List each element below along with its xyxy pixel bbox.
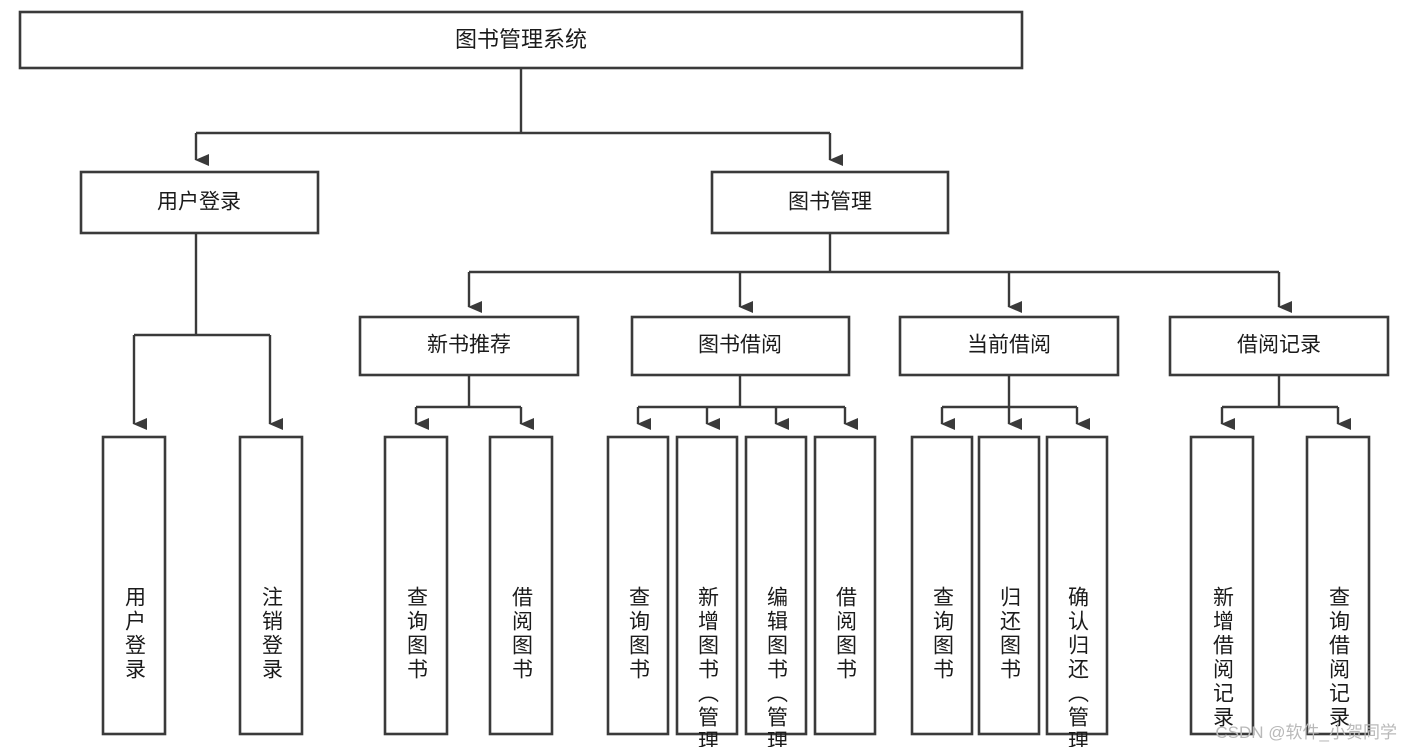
node-current-borrow[interactable]: 当前借阅 <box>898 315 1120 377</box>
node-book-management-box <box>710 170 950 235</box>
node-book-borrow-box <box>630 315 851 377</box>
node-leaf-logout-label: 注销登录 <box>260 586 284 682</box>
node-leaf-add-book[interactable]: 新增图书（管理员） <box>675 435 739 747</box>
node-leaf-query-book-3-box <box>910 435 974 736</box>
node-leaf-query-book-2-box <box>606 435 670 736</box>
node-leaf-borrow-book-2[interactable]: 借阅图书 <box>813 435 877 736</box>
node-leaf-add-record-label: 新增借阅记录 <box>1211 586 1235 730</box>
node-user-login-label: 用户登录 <box>157 191 241 214</box>
node-book-management-label: 图书管理 <box>788 191 872 214</box>
node-root-box <box>18 10 1024 70</box>
node-leaf-logout-box <box>238 435 304 736</box>
node-new-book-recommend[interactable]: 新书推荐 <box>358 315 580 377</box>
node-leaf-query-book-1[interactable]: 查询图书 <box>383 435 449 736</box>
node-root[interactable]: 图书管理系统 <box>18 10 1024 70</box>
node-current-borrow-label: 当前借阅 <box>967 334 1051 357</box>
node-leaf-add-record-box <box>1189 435 1255 736</box>
node-book-management[interactable]: 图书管理 <box>710 170 950 235</box>
node-leaf-query-book-3[interactable]: 查询图书 <box>910 435 974 736</box>
node-leaf-borrow-book-2-box <box>813 435 877 736</box>
node-leaf-return-book-box <box>977 435 1041 736</box>
node-leaf-confirm-return-box <box>1045 435 1109 736</box>
node-new-book-recommend-label: 新书推荐 <box>427 334 511 357</box>
node-leaf-query-record-box <box>1305 435 1371 736</box>
connector-layer <box>132 68 1351 430</box>
node-leaf-query-book-1-box <box>383 435 449 736</box>
node-book-borrow[interactable]: 图书借阅 <box>630 315 851 377</box>
node-leaf-borrow-book-2-label: 借阅图书 <box>834 586 858 682</box>
node-leaf-user-login-label: 用户登录 <box>123 586 147 682</box>
node-leaf-add-record[interactable]: 新增借阅记录 <box>1189 435 1255 736</box>
node-leaf-confirm-return-label: 确认归还（管理员） <box>1066 586 1090 747</box>
node-leaf-confirm-return[interactable]: 确认归还（管理员） <box>1045 435 1109 747</box>
node-borrow-record-box <box>1168 315 1390 377</box>
node-leaf-add-book-box <box>675 435 739 736</box>
node-leaf-return-book[interactable]: 归还图书 <box>977 435 1041 736</box>
node-current-borrow-box <box>898 315 1120 377</box>
csdn-watermark: CSDN @软件_小贺同学 <box>1215 723 1397 742</box>
node-root-label: 图书管理系统 <box>455 27 587 52</box>
node-leaf-query-book-1-label: 查询图书 <box>405 586 429 682</box>
node-leaf-edit-book[interactable]: 编辑图书（管理员） <box>744 435 808 747</box>
node-leaf-borrow-book-1-label: 借阅图书 <box>510 586 534 682</box>
node-leaf-return-book-label: 归还图书 <box>998 586 1022 682</box>
node-leaf-edit-book-label: 编辑图书（管理员） <box>765 586 789 747</box>
node-new-book-recommend-box <box>358 315 580 377</box>
node-leaf-borrow-book-1[interactable]: 借阅图书 <box>488 435 554 736</box>
node-leaf-query-record[interactable]: 查询借阅记录 <box>1305 435 1371 736</box>
node-book-borrow-label: 图书借阅 <box>698 334 782 357</box>
node-leaf-query-book-3-label: 查询图书 <box>931 586 955 682</box>
node-borrow-record-label: 借阅记录 <box>1237 334 1321 357</box>
node-leaf-user-login[interactable]: 用户登录 <box>101 435 167 736</box>
node-leaf-query-book-2[interactable]: 查询图书 <box>606 435 670 736</box>
node-leaf-query-record-label: 查询借阅记录 <box>1327 586 1351 730</box>
node-leaf-logout[interactable]: 注销登录 <box>238 435 304 736</box>
node-leaf-query-book-2-label: 查询图书 <box>627 586 651 682</box>
node-leaf-add-book-label: 新增图书（管理员） <box>696 586 720 747</box>
node-borrow-record[interactable]: 借阅记录 <box>1168 315 1390 377</box>
node-user-login-box <box>79 170 320 235</box>
node-leaf-borrow-book-1-box <box>488 435 554 736</box>
node-user-login[interactable]: 用户登录 <box>79 170 320 235</box>
node-leaf-edit-book-box <box>744 435 808 736</box>
node-leaf-user-login-box <box>101 435 167 736</box>
